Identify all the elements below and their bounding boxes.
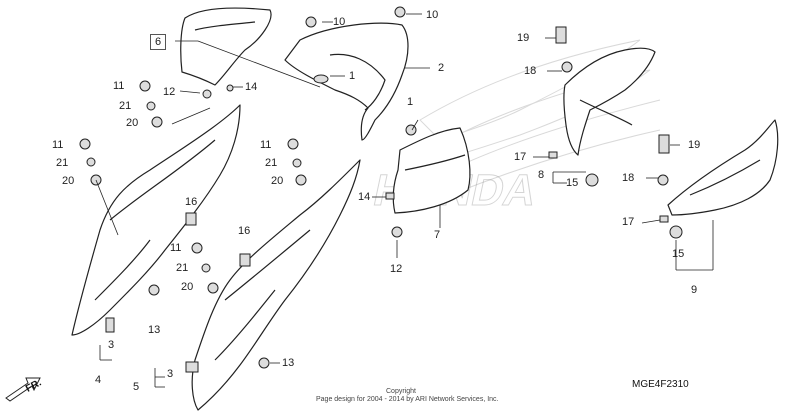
fasteners	[79, 6, 683, 373]
callout-11: 11	[113, 80, 125, 92]
callout-12: 12	[163, 86, 176, 98]
callout-17: 17	[514, 151, 527, 163]
callout-20: 20	[62, 175, 75, 187]
part-9-grab-rail	[667, 119, 779, 216]
part-6-seat-cowl	[180, 7, 272, 86]
callout-19: 19	[517, 32, 530, 44]
callout-9: 9	[691, 284, 698, 296]
callout-16: 16	[185, 196, 198, 208]
callout-21: 21	[119, 100, 132, 112]
callout-15: 15	[566, 177, 579, 189]
callout-14: 14	[358, 191, 371, 203]
callout-20: 20	[271, 175, 284, 187]
leader-lines	[95, 13, 714, 388]
callout-6: 6	[150, 34, 167, 50]
callout-7: 7	[434, 229, 441, 241]
callout-21: 21	[176, 262, 189, 274]
callout-5: 5	[133, 381, 140, 393]
callout-19: 19	[688, 139, 701, 151]
footer-copyright: Copyright	[386, 388, 416, 395]
callout-18: 18	[524, 65, 537, 77]
callout-20: 20	[181, 281, 194, 293]
callout-4: 4	[95, 374, 102, 386]
callout-15: 15	[672, 248, 685, 260]
callout-10: 10	[426, 9, 439, 21]
callout-13: 13	[282, 357, 295, 369]
part-8-grab-bracket	[563, 47, 656, 156]
callout-8: 8	[538, 169, 545, 181]
callout-10: 10	[333, 16, 346, 28]
callout-18: 18	[622, 172, 635, 184]
callout-21: 21	[265, 157, 278, 169]
part-4-left-side-cover	[71, 104, 241, 336]
callout-13: 13	[148, 324, 161, 336]
callout-11: 11	[170, 242, 182, 254]
callout-16: 16	[238, 225, 251, 237]
diagram-code: MGE4F2310	[632, 379, 689, 390]
callout-3: 3	[108, 339, 115, 351]
callout-14: 14	[245, 81, 258, 93]
callout-21: 21	[56, 157, 69, 169]
callout-3: 3	[167, 368, 174, 380]
callout-1: 1	[407, 96, 414, 108]
callout-20: 20	[126, 117, 139, 129]
part-2-rear-cover	[284, 22, 409, 141]
callout-11: 11	[260, 139, 272, 151]
callout-12: 12	[390, 263, 403, 275]
callout-11: 11	[52, 139, 64, 151]
callout-1: 1	[349, 70, 356, 82]
footer-credits: Page design for 2004 - 2014 by ARI Netwo…	[316, 396, 499, 403]
part-5-right-side-cover	[191, 159, 361, 411]
front-arrow	[5, 377, 41, 402]
callout-17: 17	[622, 216, 635, 228]
callout-2: 2	[438, 62, 445, 74]
